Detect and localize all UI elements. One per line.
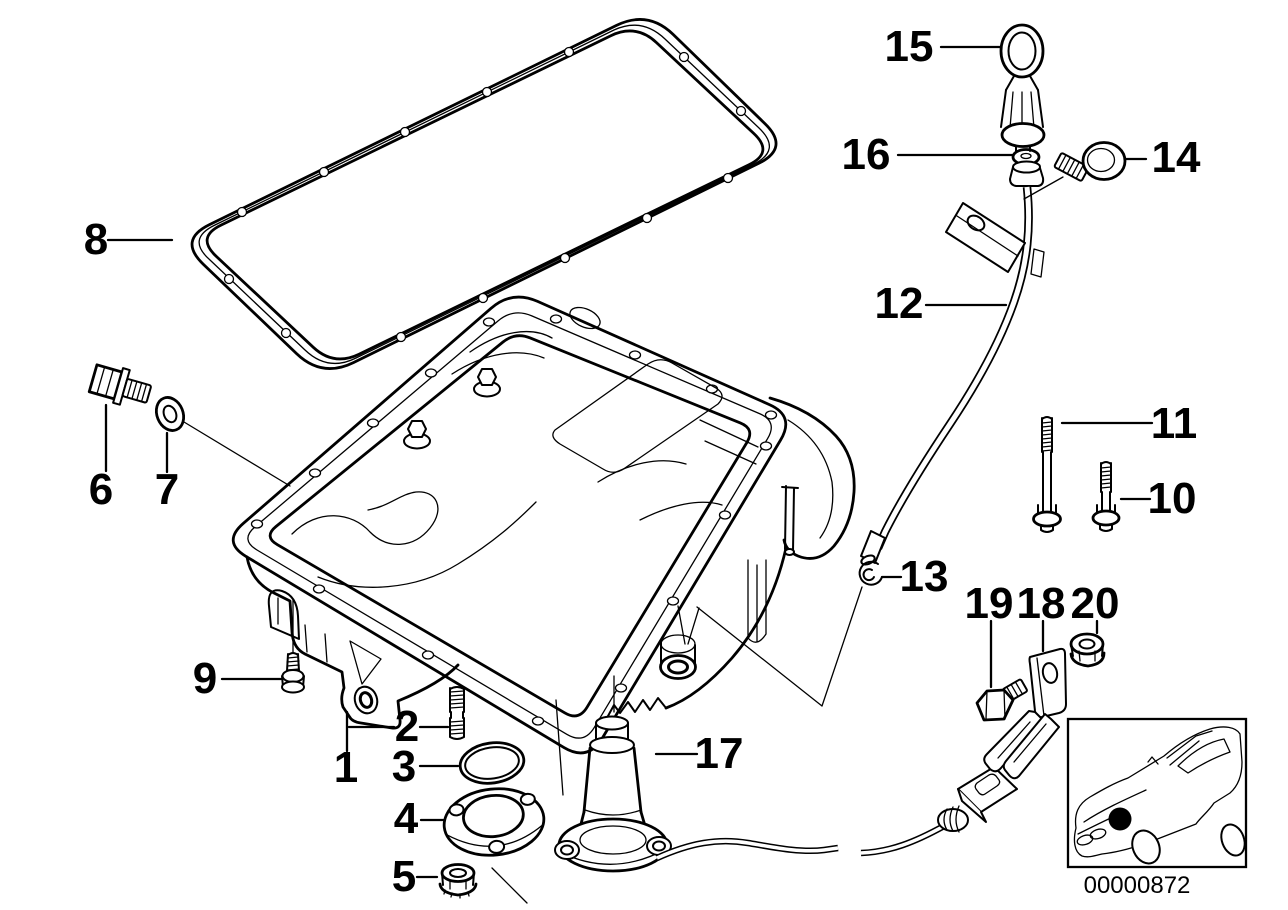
oring-3 [458, 741, 526, 785]
part-label-11: 11 [1150, 399, 1198, 448]
oil-pan-gasket [190, 18, 778, 370]
part-label-19: 19 [964, 579, 1014, 628]
car-inset [1066, 717, 1248, 869]
engine-location-dot [1108, 807, 1132, 831]
leader-lines [104, 45, 1154, 879]
pan-interior-contours [291, 306, 723, 588]
car-silhouette [1073, 726, 1246, 865]
part-label-18: 18 [1016, 579, 1066, 628]
drain-plug-6 [87, 363, 152, 406]
cover-flange-4 [442, 787, 546, 857]
part-label-4: 4 [393, 794, 419, 843]
part-label-10: 10 [1147, 474, 1197, 523]
oil-level-sensor-17 [554, 715, 672, 873]
part-label-13: 13 [899, 552, 949, 601]
part-label-5: 5 [391, 852, 417, 901]
part-label-15: 15 [884, 22, 934, 71]
bolt-10 [1091, 461, 1121, 532]
part-label-8: 8 [83, 215, 109, 264]
diagram-code: 00000872 [1083, 872, 1191, 899]
screw-plug-14 [1053, 141, 1127, 182]
pan-front-wall [245, 555, 460, 730]
part-label-2: 2 [394, 702, 420, 751]
gasket-bolt-holes [223, 46, 747, 343]
nut-20 [1069, 632, 1106, 668]
bolt-11 [1032, 416, 1062, 533]
assembly-pointer-lines [183, 176, 1064, 904]
part-label-9: 9 [192, 654, 218, 703]
holder-bracket-18 [983, 647, 1067, 780]
part-label-14: 14 [1151, 133, 1201, 182]
dipstick [999, 23, 1046, 152]
part-label-3: 3 [391, 742, 417, 791]
sensor-cable [655, 823, 946, 861]
pan-interior-bolts [403, 368, 501, 450]
pan-right-body [607, 396, 856, 717]
seal-washer-7 [154, 396, 186, 432]
dipstick-tube [860, 160, 1045, 566]
part-label-1: 1 [333, 743, 359, 792]
part-label-6: 6 [88, 465, 114, 514]
stud-2 [449, 686, 465, 740]
nut-5 [438, 863, 478, 899]
cable-connector [937, 766, 1018, 833]
part-label-20: 20 [1070, 579, 1120, 628]
part-label-17: 17 [694, 729, 744, 778]
bolt-19 [975, 678, 1028, 722]
part-label-7: 7 [154, 465, 180, 514]
part-label-16: 16 [841, 130, 891, 179]
tube-clip-13 [858, 560, 883, 586]
part-label-12: 12 [874, 279, 924, 328]
oil-pan [231, 295, 856, 755]
